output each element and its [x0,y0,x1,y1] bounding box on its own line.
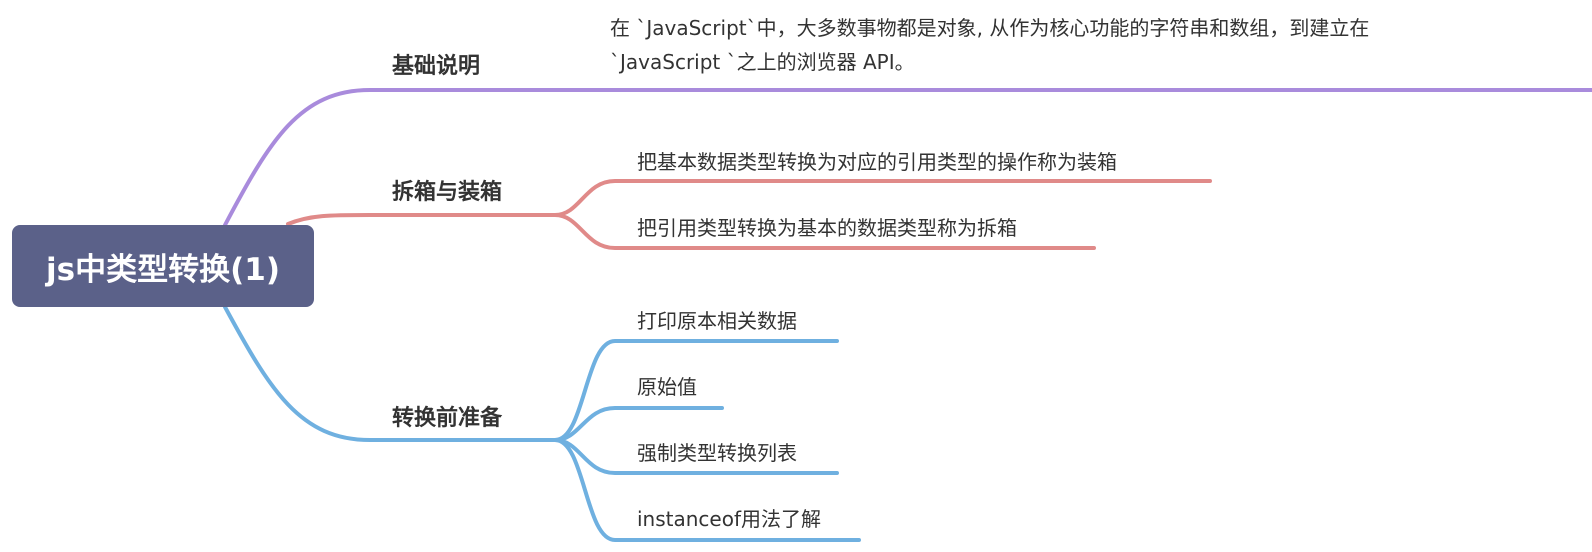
connector-basics [223,88,1592,227]
leaf-boxing-1[interactable]: 把基本数据类型转换为对应的引用类型的操作称为装箱 [637,150,1117,174]
leaf-prep-4[interactable]: instanceof用法了解 [637,507,822,531]
description-line: `JavaScript `之上的浏览器 API。 [610,50,915,74]
connector-prep-child-1 [553,339,839,442]
connector-boxing [286,213,557,226]
description-line: 在 `JavaScript`中，大多数事物都是对象, 从作为核心功能的字符串和数… [610,16,1370,40]
leaf-prep-3[interactable]: 强制类型转换列表 [637,441,797,465]
leaf-boxing-2[interactable]: 把引用类型转换为基本的数据类型称为拆箱 [637,216,1017,240]
leaf-prep-1[interactable]: 打印原本相关数据 [637,309,797,333]
branch-basics-label[interactable]: 基础说明 [392,54,481,79]
branch-prep-label[interactable]: 转换前准备 [392,406,503,431]
connector-boxing-child-2 [553,213,1096,250]
root-label: js中类型转换(1) [46,251,280,288]
connector-prep [223,305,557,442]
connector-boxing-child-1 [553,179,1212,217]
branch-basics-description: 在 `JavaScript`中，大多数事物都是对象, 从作为核心功能的字符串和数… [610,11,1510,79]
connector-prep-child-2 [553,406,724,442]
leaf-prep-2[interactable]: 原始值 [637,375,697,399]
branch-boxing-label[interactable]: 拆箱与装箱 [392,180,503,205]
root-node[interactable]: js中类型转换(1) [12,225,314,307]
connector-prep-child-4 [553,438,861,542]
